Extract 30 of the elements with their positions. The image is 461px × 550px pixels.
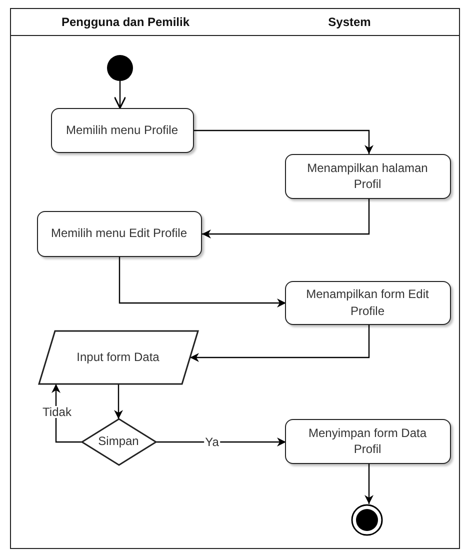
arrow — [114, 81, 126, 109]
action-box — [284, 154, 450, 198]
decision-diamond — [82, 418, 156, 464]
arrow — [202, 199, 370, 238]
lane-title: Pengguna dan Pemilik — [61, 15, 190, 29]
action-box — [50, 108, 194, 152]
action-box — [284, 418, 450, 464]
node-text: Menampilkan form Edit Profile — [305, 286, 430, 319]
arrow — [194, 130, 374, 154]
node-text: Memilih menu Profile — [66, 122, 178, 138]
action-box — [36, 210, 202, 256]
input-parallelogram — [38, 330, 198, 384]
arrow — [156, 438, 286, 446]
lane-title: System — [328, 15, 371, 29]
node-text: Memilih menu Edit Profile — [50, 225, 188, 242]
edge-label: Ya — [204, 436, 220, 448]
swimlane — [240, 8, 460, 549]
node-text: Menyimpan form Data Profil — [307, 424, 428, 458]
arrow — [364, 464, 374, 504]
action-box — [284, 280, 450, 324]
node-text: Input form Data — [76, 348, 160, 366]
swimlane — [10, 8, 241, 549]
arrow — [114, 384, 123, 419]
arrow — [190, 325, 370, 362]
arrow — [118, 257, 286, 308]
edge-label: Tidak — [42, 406, 72, 418]
end-node — [350, 504, 382, 536]
start-node — [106, 54, 132, 80]
node-text: Menampilkan halaman Profil — [306, 160, 429, 192]
node-text: Simpan — [98, 433, 139, 450]
